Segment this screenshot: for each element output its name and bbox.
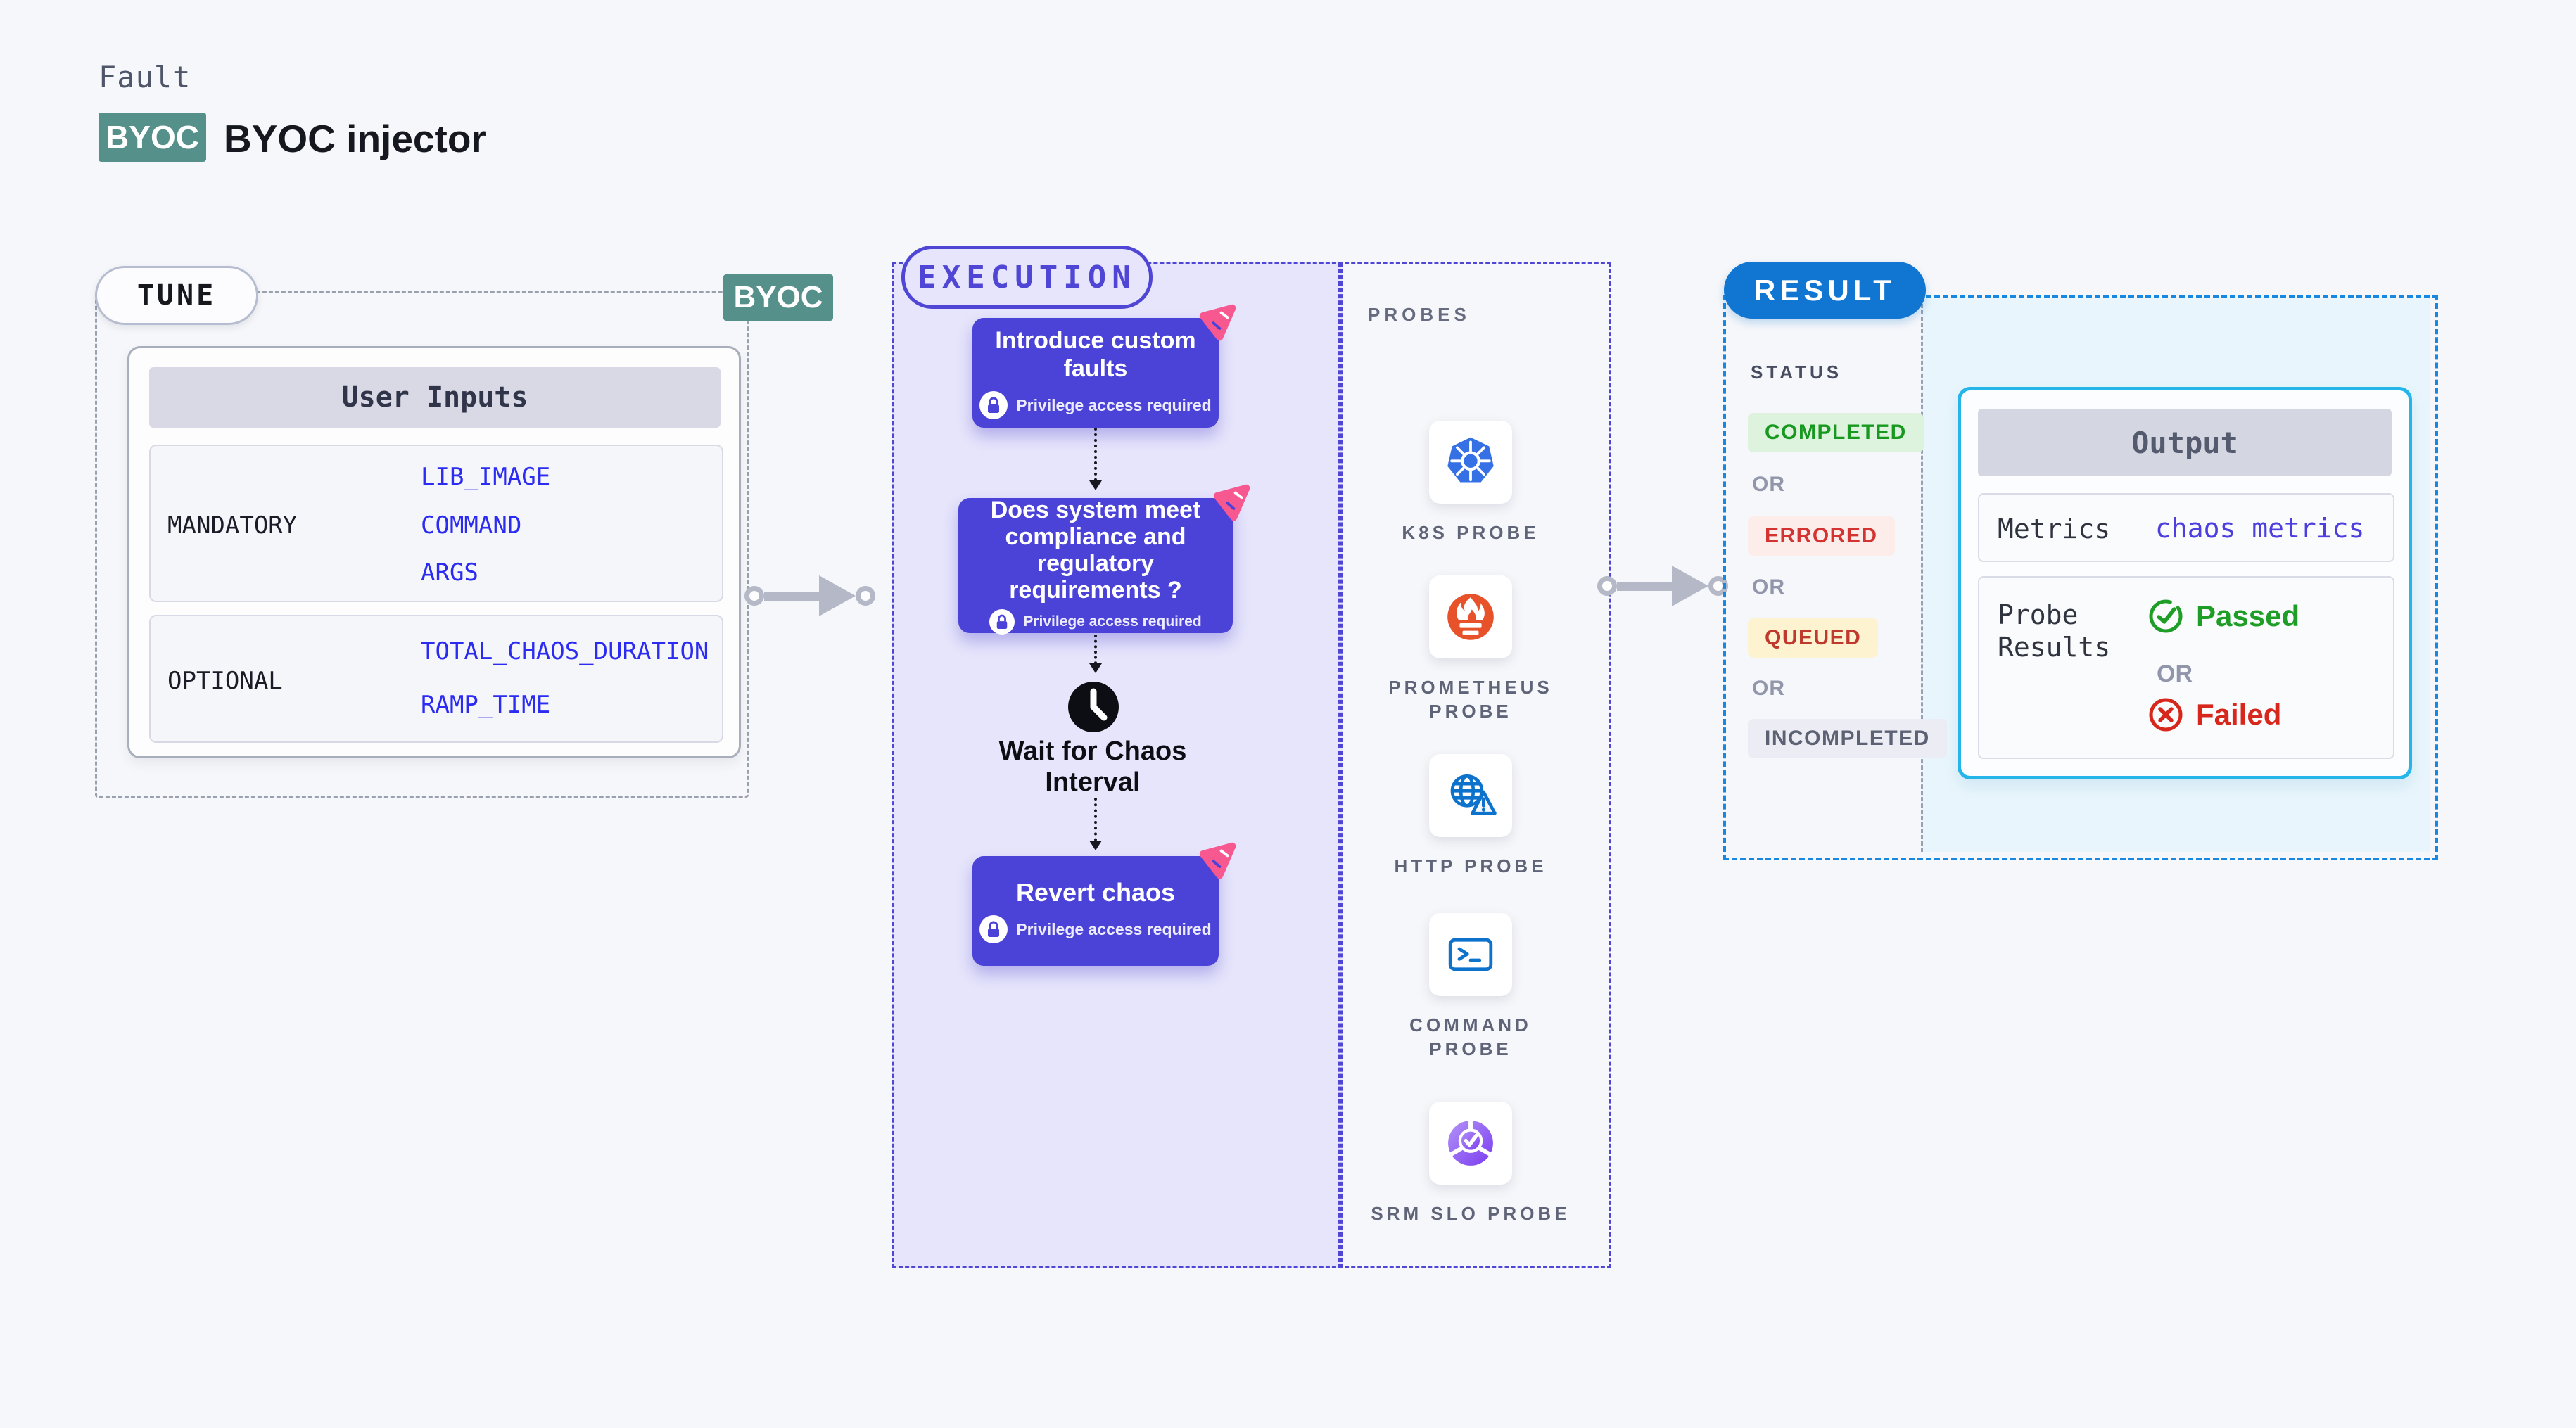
mandatory-row: MANDATORY LIB_IMAGE COMMAND ARGS bbox=[149, 445, 723, 602]
step-title: Introduce custom faults bbox=[995, 327, 1196, 382]
chaos-chip-icon bbox=[1213, 484, 1250, 521]
param-args: ARGS bbox=[421, 559, 478, 587]
lock-icon bbox=[979, 915, 1008, 943]
step1-to-step2-connector bbox=[1089, 428, 1102, 490]
privilege-row: Privilege access required bbox=[989, 609, 1202, 635]
execution-pill: EXECUTION bbox=[901, 246, 1153, 309]
optional-label: OPTIONAL bbox=[167, 667, 283, 695]
chaos-chip-icon bbox=[1199, 842, 1236, 879]
arrow-start-node bbox=[1597, 576, 1617, 596]
wait-for-chaos-interval-label: Wait for Chaos Interval bbox=[998, 737, 1187, 797]
srm-slo-probe-label: SRM SLO PROBE bbox=[1371, 1203, 1571, 1224]
lock-icon bbox=[989, 609, 1015, 635]
status-badge-completed: COMPLETED bbox=[1748, 413, 1924, 452]
status-heading: STATUS bbox=[1751, 362, 1843, 383]
param-command: COMMAND bbox=[421, 511, 522, 540]
metrics-value: chaos metrics bbox=[2155, 513, 2365, 544]
clock-icon bbox=[1068, 682, 1119, 732]
arrow-start-node bbox=[744, 586, 764, 606]
lock-icon bbox=[979, 391, 1008, 419]
arrow-head bbox=[819, 575, 856, 616]
http-probe-card bbox=[1429, 754, 1512, 837]
mandatory-label: MANDATORY bbox=[167, 511, 298, 540]
globe-warning-icon bbox=[1450, 774, 1497, 815]
optional-row: OPTIONAL TOTAL_CHAOS_DURATION RAMP_TIME bbox=[149, 615, 723, 743]
step-revert-chaos: Revert chaos Privilege access required bbox=[972, 856, 1219, 966]
result-inner-separator bbox=[1921, 298, 1923, 852]
probes-section-frame bbox=[1338, 262, 1611, 1268]
passed-label: Passed bbox=[2196, 599, 2300, 632]
command-probe-card bbox=[1429, 913, 1512, 996]
probes-heading: PROBES bbox=[1368, 304, 1471, 325]
step-compliance-check: Does system meet compliance and regulato… bbox=[958, 497, 1233, 635]
srm-slo-probe-card bbox=[1429, 1102, 1512, 1185]
byoc-corner-badge: BYOC bbox=[723, 274, 833, 321]
passed-row: Passed bbox=[2147, 597, 2299, 635]
probe-results-label: Probe Results bbox=[1998, 599, 2111, 663]
privilege-row: Privilege access required bbox=[979, 391, 1212, 419]
wait-to-step3-connector bbox=[1089, 798, 1102, 850]
execution-section-frame bbox=[892, 262, 1343, 1268]
passed-check-icon bbox=[2149, 599, 2183, 633]
probe-results-row: Probe Results Passed OR Failed bbox=[1978, 576, 2394, 759]
tune-section-frame bbox=[95, 291, 749, 798]
step2-to-wait-connector bbox=[1089, 635, 1102, 673]
status-badge-errored: ERRORED bbox=[1748, 516, 1895, 556]
arrow-end-node bbox=[856, 586, 875, 606]
chaos-chip-icon bbox=[1199, 304, 1236, 341]
result-pill: RESULT bbox=[1724, 262, 1926, 319]
probes-to-result-arrow bbox=[1597, 566, 1728, 606]
step-title: Revert chaos bbox=[1015, 878, 1176, 907]
param-ramp-time: RAMP_TIME bbox=[421, 691, 551, 719]
or-separator: OR bbox=[1752, 575, 1785, 599]
privilege-label: Privilege access required bbox=[1016, 395, 1212, 414]
prometheus-icon bbox=[1447, 594, 1494, 640]
tune-pill: TUNE bbox=[95, 266, 258, 325]
param-lib-image: LIB_IMAGE bbox=[421, 463, 551, 491]
metrics-label: Metrics bbox=[1998, 514, 2111, 544]
prometheus-probe-label: PROMETHEUS PROBE bbox=[1388, 677, 1553, 722]
metrics-row: Metrics chaos metrics bbox=[1978, 493, 2394, 562]
failed-x-icon bbox=[2149, 698, 2183, 732]
output-header: Output bbox=[1978, 409, 2392, 476]
status-badge-queued: QUEUED bbox=[1748, 618, 1879, 658]
command-probe-label: COMMAND PROBE bbox=[1409, 1014, 1532, 1059]
privilege-row: Privilege access required bbox=[979, 915, 1212, 943]
kubernetes-icon bbox=[1447, 437, 1494, 483]
privilege-label: Privilege access required bbox=[1023, 613, 1202, 630]
pie-check-icon bbox=[1448, 1121, 1493, 1166]
user-inputs-card: User Inputs MANDATORY LIB_IMAGE COMMAND … bbox=[127, 346, 741, 758]
k8s-probe-label: K8S PROBE bbox=[1402, 522, 1540, 543]
or-separator: OR bbox=[1752, 473, 1785, 496]
or-separator: OR bbox=[2157, 661, 2193, 687]
page-title: BYOC injector bbox=[224, 117, 486, 160]
or-separator: OR bbox=[1752, 677, 1785, 700]
tune-to-execution-arrow bbox=[744, 575, 875, 616]
fault-kicker: Fault bbox=[99, 60, 191, 94]
terminal-icon bbox=[1448, 938, 1493, 971]
arrow-shaft bbox=[764, 591, 819, 601]
output-card: Output Metrics chaos metrics Probe Resul… bbox=[1958, 387, 2412, 779]
prometheus-probe-card bbox=[1429, 575, 1512, 658]
http-probe-label: HTTP PROBE bbox=[1394, 855, 1547, 876]
k8s-probe-card bbox=[1429, 421, 1512, 504]
user-inputs-header: User Inputs bbox=[149, 367, 721, 428]
param-total-chaos-duration: TOTAL_CHAOS_DURATION bbox=[421, 637, 709, 665]
failed-row: Failed bbox=[2147, 696, 2281, 734]
failed-label: Failed bbox=[2196, 698, 2282, 731]
arrow-head bbox=[1672, 566, 1708, 606]
step-title: Does system meet compliance and regulato… bbox=[990, 497, 1201, 604]
byoc-header-badge: BYOC bbox=[99, 113, 206, 162]
arrow-end-node bbox=[1708, 576, 1728, 596]
privilege-label: Privilege access required bbox=[1016, 919, 1212, 938]
status-badge-incompleted: INCOMPLETED bbox=[1748, 719, 1947, 758]
step-introduce-custom-faults: Introduce custom faults Privilege access… bbox=[972, 318, 1219, 428]
arrow-shaft bbox=[1617, 581, 1672, 591]
